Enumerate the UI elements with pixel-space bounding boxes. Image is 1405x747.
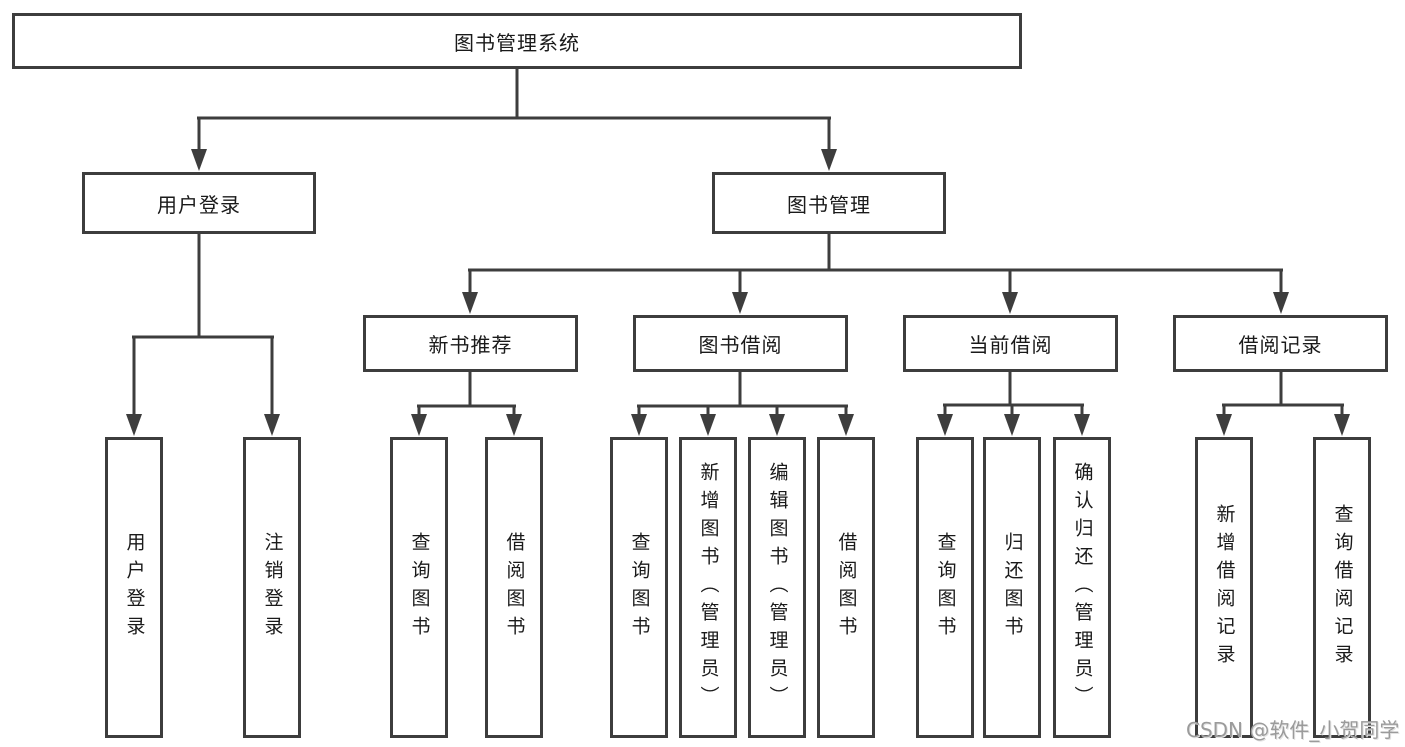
node-book-borrow: 图书借阅 (633, 315, 848, 372)
leaf-add-book-admin: 新增图书（管理员） (679, 437, 737, 738)
leaf-return-book-label: 归还图书 (1001, 531, 1024, 644)
csdn-watermark: CSDN @软件_小贺同学 (1186, 718, 1400, 742)
leaf-return-book: 归还图书 (983, 437, 1041, 738)
leaf-confirm-return-admin: 确认归还（管理员） (1053, 437, 1111, 738)
leaf-query-book-recommend-label: 查询图书 (408, 531, 431, 644)
leaf-query-book-borrow: 查询图书 (610, 437, 668, 738)
leaf-user-login-label: 用户登录 (123, 531, 146, 644)
node-new-book-recommend-label: 新书推荐 (428, 333, 513, 357)
leaf-edit-book-admin: 编辑图书（管理员） (748, 437, 806, 738)
node-book-management: 图书管理 (712, 172, 946, 234)
leaf-query-borrow-record: 查询借阅记录 (1313, 437, 1371, 738)
node-root-label: 图书管理系统 (454, 30, 580, 55)
leaf-query-book-borrow-label: 查询图书 (628, 531, 651, 644)
node-book-borrow-label: 图书借阅 (698, 333, 783, 357)
node-borrow-records: 借阅记录 (1173, 315, 1388, 372)
node-borrow-records-label: 借阅记录 (1238, 333, 1323, 357)
node-book-management-label: 图书管理 (787, 192, 871, 217)
leaf-user-login: 用户登录 (105, 437, 163, 738)
leaf-query-book-current-label: 查询图书 (934, 531, 957, 644)
leaf-add-borrow-record-label: 新增借阅记录 (1213, 503, 1236, 672)
leaf-confirm-return-admin-label: 确认归还（管理员） (1071, 461, 1094, 714)
node-user-login: 用户登录 (82, 172, 316, 234)
leaf-query-borrow-record-label: 查询借阅记录 (1331, 503, 1354, 672)
arrowheads (126, 149, 1350, 436)
node-root: 图书管理系统 (12, 13, 1022, 69)
leaf-query-book-recommend: 查询图书 (390, 437, 448, 738)
node-new-book-recommend: 新书推荐 (363, 315, 578, 372)
node-user-login-label: 用户登录 (157, 192, 241, 217)
node-current-borrow-label: 当前借阅 (968, 333, 1053, 357)
leaf-add-borrow-record: 新增借阅记录 (1195, 437, 1253, 738)
leaf-borrow-book-label: 借阅图书 (835, 531, 858, 644)
leaf-logout-label: 注销登录 (261, 531, 284, 644)
leaf-borrow-book-recommend: 借阅图书 (485, 437, 543, 738)
leaf-edit-book-admin-label: 编辑图书（管理员） (766, 461, 789, 714)
leaf-borrow-book: 借阅图书 (817, 437, 875, 738)
leaf-query-book-current: 查询图书 (916, 437, 974, 738)
node-current-borrow: 当前借阅 (903, 315, 1118, 372)
leaf-logout: 注销登录 (243, 437, 301, 738)
leaf-borrow-book-recommend-label: 借阅图书 (503, 531, 526, 644)
leaf-add-book-admin-label: 新增图书（管理员） (697, 461, 720, 714)
